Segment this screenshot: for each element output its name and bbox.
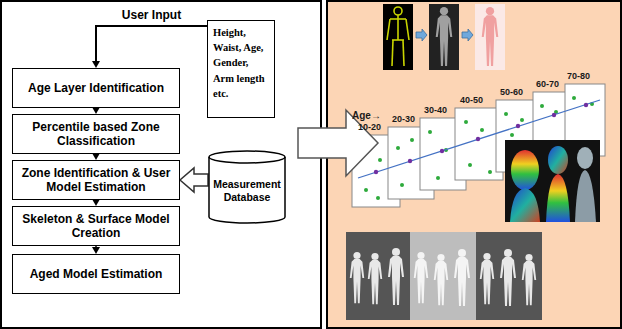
age-range-label: 70-80 — [567, 72, 590, 82]
age-range-label: 30-40 — [424, 106, 447, 116]
flow-connector — [180, 168, 208, 192]
arrow-head — [92, 61, 100, 68]
left-panel — [1, 1, 321, 328]
node-text: Measurement Database — [211, 178, 283, 204]
process-box: Zone Identification & User Model Estimat… — [12, 160, 180, 200]
flow-connector — [92, 107, 100, 114]
text-group: Percentile based Zone Classification — [19, 120, 173, 149]
skeleton-figure — [383, 4, 413, 70]
process-box: Aged Model Estimation — [12, 254, 180, 294]
step-arrow — [416, 29, 427, 41]
flow-connector — [92, 26, 207, 68]
arrow-head — [92, 107, 100, 114]
database-cylinder: Measurement Database — [208, 150, 286, 224]
age-range-label: 50-60 — [500, 88, 523, 98]
process-box: Age Layer Identification — [12, 68, 180, 108]
input-box: Height, Waist, Age, Gender, Arm length e… — [207, 20, 275, 118]
process-box: Percentile based Zone Classification — [12, 114, 180, 154]
flow-connector — [92, 153, 100, 160]
flow-connector — [92, 199, 100, 206]
text-group: Zone Identification & User Model Estimat… — [19, 166, 173, 195]
aged-model-row — [346, 232, 542, 320]
arrow-head — [92, 153, 100, 160]
right-panel — [327, 1, 621, 328]
connector-line — [96, 26, 207, 62]
arrow-head — [92, 247, 100, 254]
node-text: Zone Identification & User Model Estimat… — [19, 166, 173, 195]
axis-label: Age→ — [352, 110, 381, 121]
node-text: Aged Model Estimation — [30, 267, 163, 281]
flow-connector — [92, 246, 100, 254]
age-range-label: 60-70 — [536, 80, 559, 90]
node-text: Height, Waist, Age, Gender, Arm length e… — [213, 25, 269, 101]
trend-line — [358, 100, 600, 178]
arrow-head — [92, 199, 100, 206]
surface-figure — [475, 4, 505, 70]
text-group: Height, Waist, Age, Gender, Arm length e… — [213, 25, 269, 101]
text-group: Measurement Database — [211, 178, 283, 204]
body-scans — [505, 140, 600, 222]
node-text: Age Layer Identification — [28, 81, 164, 95]
age-range-label: 10-20 — [358, 123, 381, 133]
age-range-label: 20-30 — [392, 115, 415, 125]
edge-label: User Input — [120, 8, 183, 22]
node-text: Percentile based Zone Classification — [19, 120, 173, 149]
text-group: Age Layer Identification — [28, 81, 164, 95]
trend-points — [374, 103, 588, 174]
age-range-label: 40-50 — [460, 96, 483, 106]
block-arrow — [180, 168, 208, 192]
text-group: Aged Model Estimation — [30, 267, 163, 281]
node-text: Skeleton & Surface Model Creation — [19, 212, 173, 241]
anatomy-figure — [429, 4, 459, 70]
step-arrow — [462, 29, 473, 41]
text-group: Skeleton & Surface Model Creation — [19, 212, 173, 241]
process-box: Skeleton & Surface Model Creation — [12, 206, 180, 246]
